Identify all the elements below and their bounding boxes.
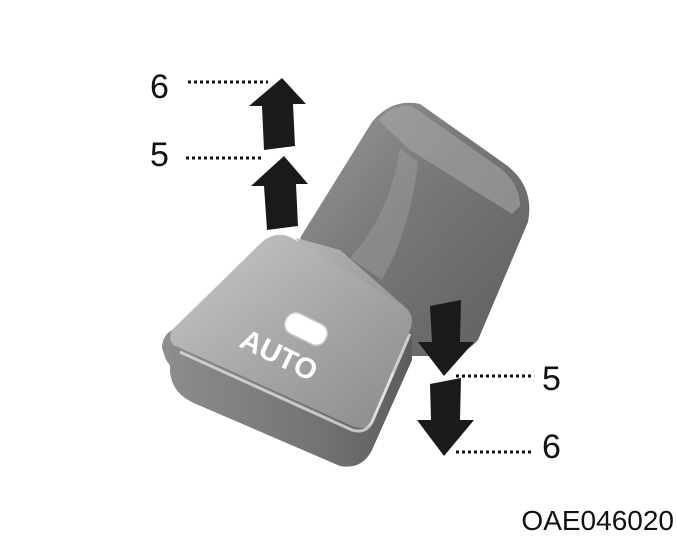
switch-cap-front	[170, 332, 412, 467]
arrow-up-icon	[249, 78, 306, 150]
callout-pull-second: 6	[150, 68, 169, 106]
arrow-up-icon	[251, 156, 308, 230]
arrow-down-icon	[418, 300, 474, 376]
arrow-down-icon	[417, 378, 474, 456]
switch-neck-shadow	[350, 148, 418, 280]
switch-cap-edge	[179, 333, 412, 433]
switch-body: AUTO	[162, 102, 530, 467]
callout-push-second: 6	[542, 428, 561, 466]
callout-pull-first: 5	[150, 136, 169, 174]
callout-push-first: 5	[542, 360, 561, 398]
push-arrows	[417, 300, 474, 456]
leader-lines	[186, 80, 534, 454]
switch-rear-highlight	[378, 105, 520, 214]
indicator-lamp-icon	[284, 312, 328, 346]
pull-arrows	[249, 78, 308, 230]
figure-code: OAE046020	[521, 505, 674, 536]
